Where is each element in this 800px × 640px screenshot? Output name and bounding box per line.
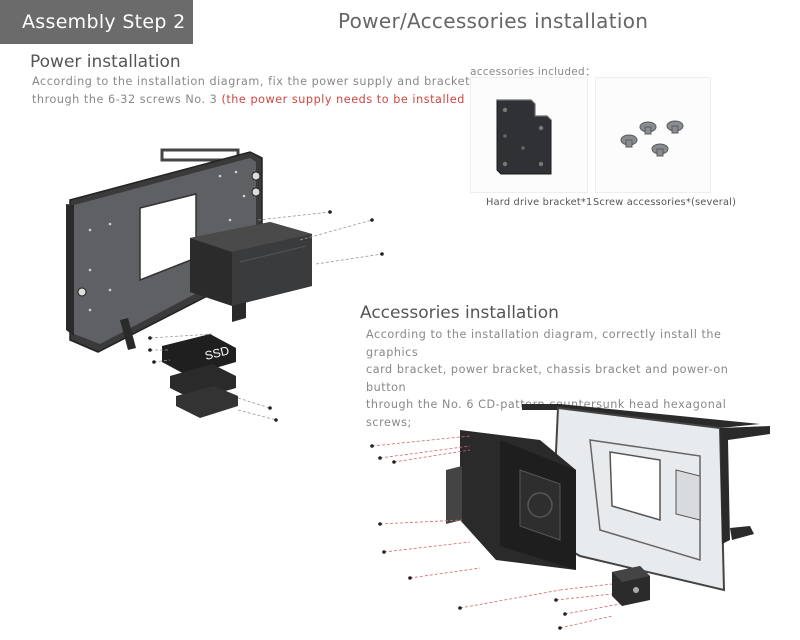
accessories-text: According to the installation diagram, c… xyxy=(366,326,758,431)
screws-card xyxy=(595,77,711,193)
hard-drive-bracket-card xyxy=(470,77,588,193)
page-title: Power/Accessories installation xyxy=(338,9,649,33)
power-text-line2-plain: through the 6-32 screws No. 3 xyxy=(32,92,222,106)
power-note: (the power supply needs to be installed xyxy=(221,92,465,106)
power-text-line1: According to the installation diagram, f… xyxy=(32,75,471,88)
power-text: According to the installation diagram, f… xyxy=(32,73,470,108)
power-text-line2: through the 6-32 screws No. 3 (the power… xyxy=(32,91,470,109)
screws-icon xyxy=(620,120,684,157)
hard-drive-bracket-caption: Hard drive bracket*1 xyxy=(486,197,593,208)
screws-caption: Screw accessories*(several) xyxy=(593,197,737,208)
step-tag: Assembly Step 2 xyxy=(0,0,193,44)
power-heading: Power installation xyxy=(30,52,181,72)
ssd-label: SSD xyxy=(203,343,231,363)
accessories-text-line1: According to the installation diagram, c… xyxy=(366,328,722,359)
accessories-heading: Accessories installation xyxy=(360,303,559,323)
accessories-text-line2: card bracket, power bracket, chassis bra… xyxy=(366,363,729,394)
accessories-included-label: accessories included： xyxy=(470,66,596,78)
hard-drive-bracket-icon xyxy=(496,99,552,175)
